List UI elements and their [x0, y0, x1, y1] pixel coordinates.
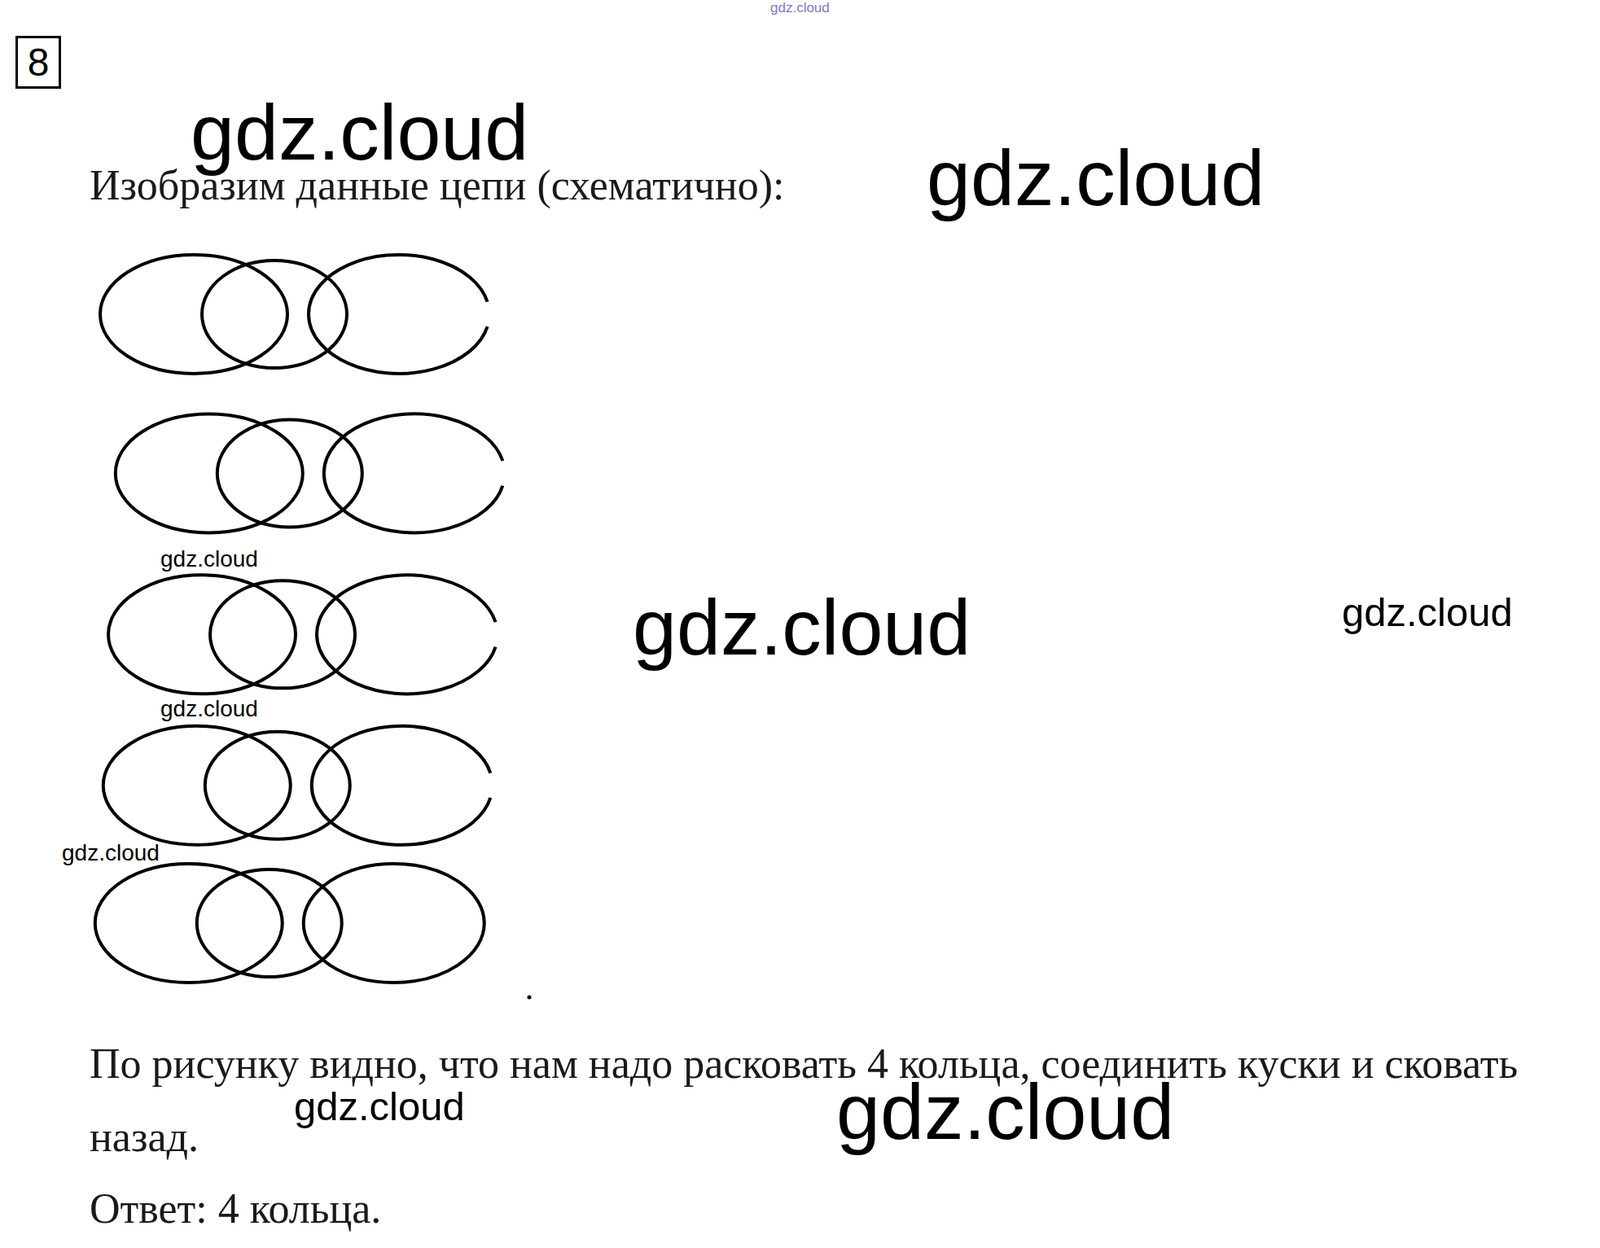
- answer-text: Ответ: 4 кольца.: [89, 1184, 382, 1233]
- chain-ring: [210, 580, 356, 689]
- watermark: gdz.cloud: [632, 582, 971, 674]
- dot: [527, 995, 532, 1000]
- chain-ring: [95, 863, 283, 983]
- problem-number-box: 8: [15, 35, 62, 89]
- open-ring: [308, 254, 488, 374]
- chain-ring: [217, 419, 363, 527]
- watermark: gdz.cloud: [770, 0, 830, 17]
- chain-ring: [100, 254, 288, 374]
- watermark: gdz.cloud: [926, 132, 1265, 224]
- open-ring: [316, 574, 496, 694]
- watermark: gdz.cloud: [160, 546, 259, 573]
- open-ring: [324, 413, 504, 533]
- chain-ring: [205, 732, 351, 840]
- watermark: gdz.cloud: [61, 840, 160, 867]
- chain-ring: [108, 574, 296, 694]
- watermark: gdz.cloud: [836, 1066, 1175, 1158]
- chain-ring: [201, 260, 347, 369]
- intro-text: Изобразим данные цепи (схематично):: [89, 161, 785, 210]
- problem-number: 8: [27, 39, 50, 85]
- watermark: gdz.cloud: [1341, 589, 1513, 636]
- open-ring: [311, 726, 491, 846]
- watermark: gdz.cloud: [293, 1083, 465, 1130]
- chain-ring: [197, 869, 342, 978]
- chain-ring: [115, 413, 303, 533]
- watermark: gdz.cloud: [160, 696, 259, 723]
- chain-ring: [103, 726, 291, 846]
- chain-ring: [303, 863, 485, 983]
